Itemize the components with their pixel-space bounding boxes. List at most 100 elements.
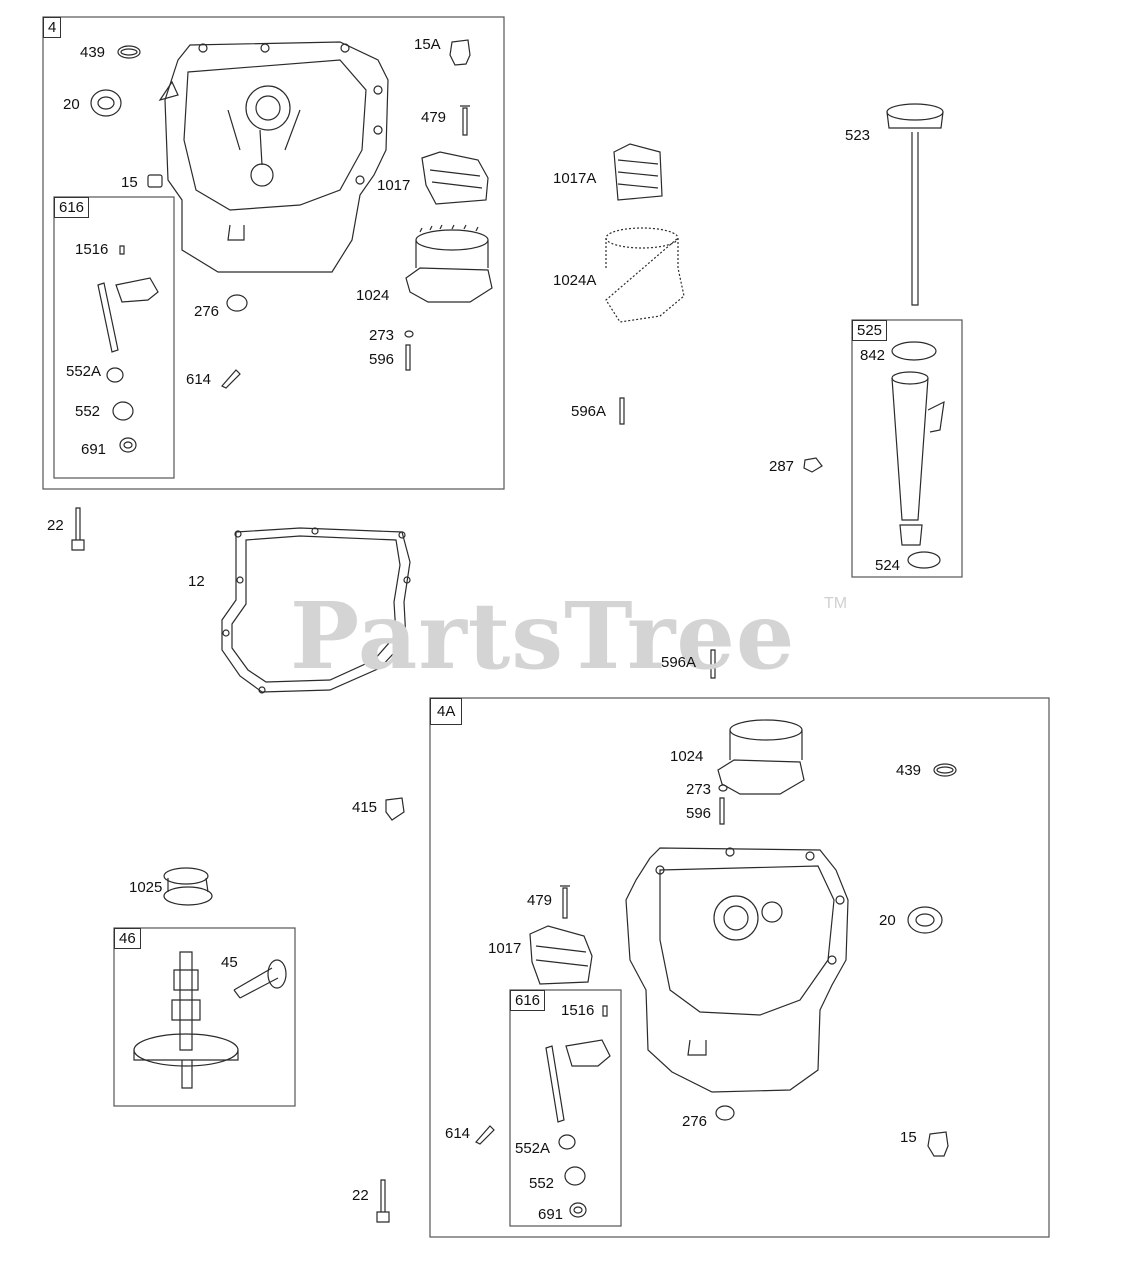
part-12-gasket <box>221 527 411 693</box>
callout-596-bottom: 596 <box>686 805 712 822</box>
part-22-top <box>71 507 85 551</box>
part-614-bottom <box>475 1125 495 1145</box>
part-287 <box>803 457 823 473</box>
frame-525 <box>851 319 963 578</box>
callout-552-bottom: 552 <box>529 1175 555 1192</box>
callout-22-bottom: 22 <box>352 1187 369 1204</box>
callout-1025: 1025 <box>129 879 163 896</box>
callout-842: 842 <box>860 347 886 364</box>
callout-596A-mid: 596A <box>571 403 607 420</box>
part-415 <box>385 797 405 821</box>
callout-1017A: 1017A <box>553 170 597 187</box>
callout-439-top: 439 <box>80 44 106 61</box>
part-22-bottom <box>376 1179 390 1223</box>
callout-614-bottom: 614 <box>445 1125 471 1142</box>
callout-552A-top: 552A <box>66 363 102 380</box>
part-479-bottom <box>560 885 570 919</box>
part-596A-low <box>710 649 716 679</box>
callout-691-bottom: 691 <box>538 1206 564 1223</box>
callout-415: 415 <box>352 799 378 816</box>
callout-20-bottom: 20 <box>879 912 896 929</box>
frame-4 <box>42 16 505 490</box>
part-15-top <box>147 174 163 188</box>
callout-1024-bottom: 1024 <box>670 748 704 765</box>
part-616-bottom-assembly <box>545 1005 611 1218</box>
part-1024A <box>605 227 685 323</box>
watermark-tm-mark: TM <box>824 595 848 612</box>
part-1017A <box>613 143 663 201</box>
part-439-top <box>117 45 141 59</box>
callout-596A-low: 596A <box>661 654 697 671</box>
box-tag-525: 525 <box>852 320 888 341</box>
callout-1024A: 1024A <box>553 272 597 289</box>
crankcase-top-part <box>158 41 389 273</box>
callout-552-top: 552 <box>75 403 101 420</box>
callout-614-top: 614 <box>186 371 212 388</box>
part-842 <box>891 341 937 361</box>
frame-46 <box>113 927 296 1107</box>
callout-45: 45 <box>221 954 238 971</box>
part-46-camshaft <box>133 951 239 1089</box>
callout-1516-bottom: 1516 <box>561 1002 595 1019</box>
box-tag-616-top: 616 <box>54 197 90 218</box>
callout-1017-bottom: 1017 <box>488 940 522 957</box>
part-20-top <box>90 89 122 117</box>
callout-691-top: 691 <box>81 441 107 458</box>
box-tag-4: 4 <box>43 17 62 38</box>
part-20-bottom <box>907 906 943 934</box>
callout-15-top: 15 <box>121 174 138 191</box>
callout-523: 523 <box>845 127 871 144</box>
callout-1024-top: 1024 <box>356 287 390 304</box>
part-15A-top <box>449 39 471 66</box>
part-1024-top <box>405 224 493 303</box>
part-479-top <box>460 105 470 136</box>
frame-616-bottom <box>509 989 622 1227</box>
callout-273-bottom: 273 <box>686 781 712 798</box>
callout-287: 287 <box>769 458 795 475</box>
part-523-dipstick <box>886 103 944 306</box>
callout-15A-top: 15A <box>414 36 441 53</box>
watermark-parts-tree: PartsTree <box>290 582 796 690</box>
crankcase-bottom-part <box>625 847 849 1093</box>
part-524 <box>907 551 941 569</box>
part-1017-bottom <box>529 925 593 985</box>
frame-616-top <box>53 196 175 479</box>
part-276-bottom <box>715 1105 735 1121</box>
part-273-bottom <box>718 784 728 792</box>
callout-479-bottom: 479 <box>527 892 553 909</box>
part-273-top <box>404 330 414 338</box>
callout-552A-bottom: 552A <box>515 1140 551 1157</box>
callout-596-top: 596 <box>369 351 395 368</box>
box-tag-4A: 4A <box>430 698 463 725</box>
callout-276-top: 276 <box>194 303 220 320</box>
part-1025 <box>163 867 213 906</box>
frame-4A <box>429 697 1050 1238</box>
part-596-top <box>405 344 411 371</box>
part-614-top <box>221 369 241 389</box>
callout-20-top: 20 <box>63 96 80 113</box>
part-596-bottom <box>719 797 725 825</box>
callout-439-bottom: 439 <box>896 762 922 779</box>
part-15-bottom <box>927 1131 949 1157</box>
part-45-pin <box>233 959 287 999</box>
box-tag-616-bottom: 616 <box>510 990 546 1011</box>
callout-1017-top: 1017 <box>377 177 411 194</box>
part-616-top-assembly <box>97 245 159 453</box>
part-1024-bottom <box>717 719 805 795</box>
callout-22-top: 22 <box>47 517 64 534</box>
part-276-top <box>226 294 248 312</box>
callout-276-bottom: 276 <box>682 1113 708 1130</box>
callout-12: 12 <box>188 573 205 590</box>
part-1017-top <box>421 151 489 205</box>
callout-15-bottom: 15 <box>900 1129 917 1146</box>
part-596A-mid <box>619 397 625 425</box>
callout-479-top: 479 <box>421 109 447 126</box>
part-525-tube <box>891 371 945 546</box>
callout-1516-top: 1516 <box>75 241 109 258</box>
box-tag-46: 46 <box>114 928 141 949</box>
callout-273-top: 273 <box>369 327 395 344</box>
part-439-bottom <box>933 763 957 777</box>
callout-524: 524 <box>875 557 901 574</box>
